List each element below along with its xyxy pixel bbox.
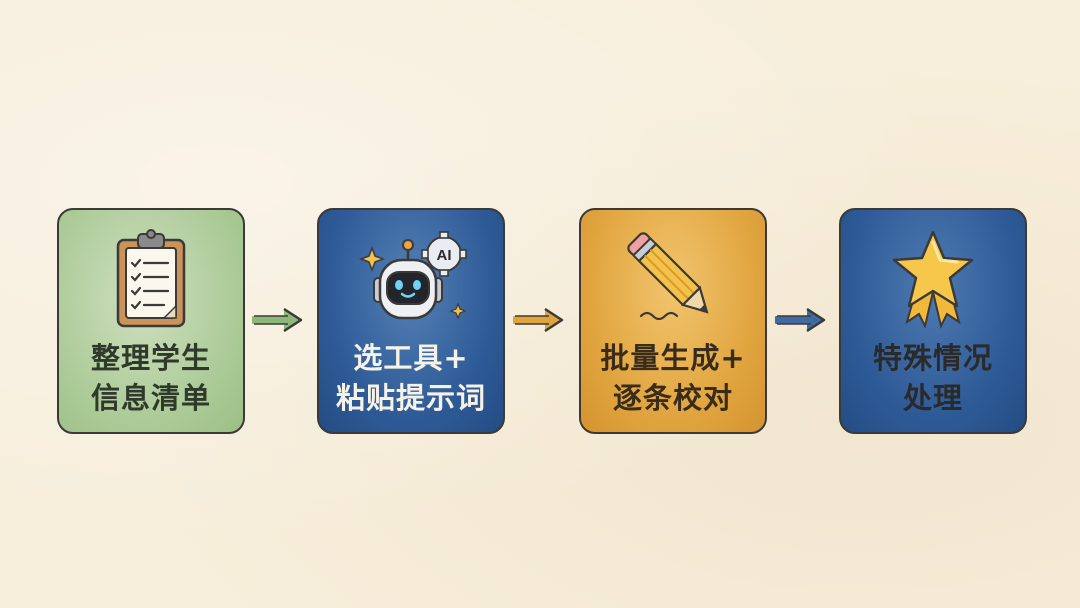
step-label-1-line2: 信息清单 — [90, 381, 211, 415]
arrow-right-icon — [513, 307, 564, 333]
step-label-3-line2: 逐条校对 — [612, 381, 733, 415]
step-card-1: 整理学生 信息清单 — [57, 208, 245, 434]
step-card-4: 特殊情况 处理 — [839, 208, 1027, 434]
step-card-3: 批量生成+ 逐条校对 — [579, 208, 767, 434]
step-label-1-line1: 整理学生 — [90, 341, 211, 375]
step-label-2: 选工具+ 粘贴提示词 — [319, 338, 503, 418]
pencil-icon — [581, 226, 765, 336]
step-label-2-line2: 粘贴提示词 — [335, 381, 486, 415]
step-label-4-line2: 处理 — [902, 381, 963, 415]
ai-badge-text: AI — [437, 247, 452, 264]
step-label-4-line1: 特殊情况 — [872, 341, 993, 375]
step-card-2: AI 选工具+ 粘贴提示词 — [317, 208, 505, 434]
step-label-4: 特殊情况 处理 — [841, 338, 1025, 418]
step-label-3-line1: 批量生成+ — [600, 341, 746, 375]
star-award-icon — [841, 226, 1025, 336]
ai-robot-icon: AI — [319, 226, 503, 336]
step-label-1: 整理学生 信息清单 — [59, 338, 243, 418]
step-label-2-line1: 选工具+ — [353, 341, 469, 375]
arrow-right-icon — [775, 307, 826, 333]
step-label-3: 批量生成+ 逐条校对 — [581, 338, 765, 418]
clipboard-checklist-icon — [59, 226, 243, 336]
arrow-right-icon — [252, 307, 303, 333]
